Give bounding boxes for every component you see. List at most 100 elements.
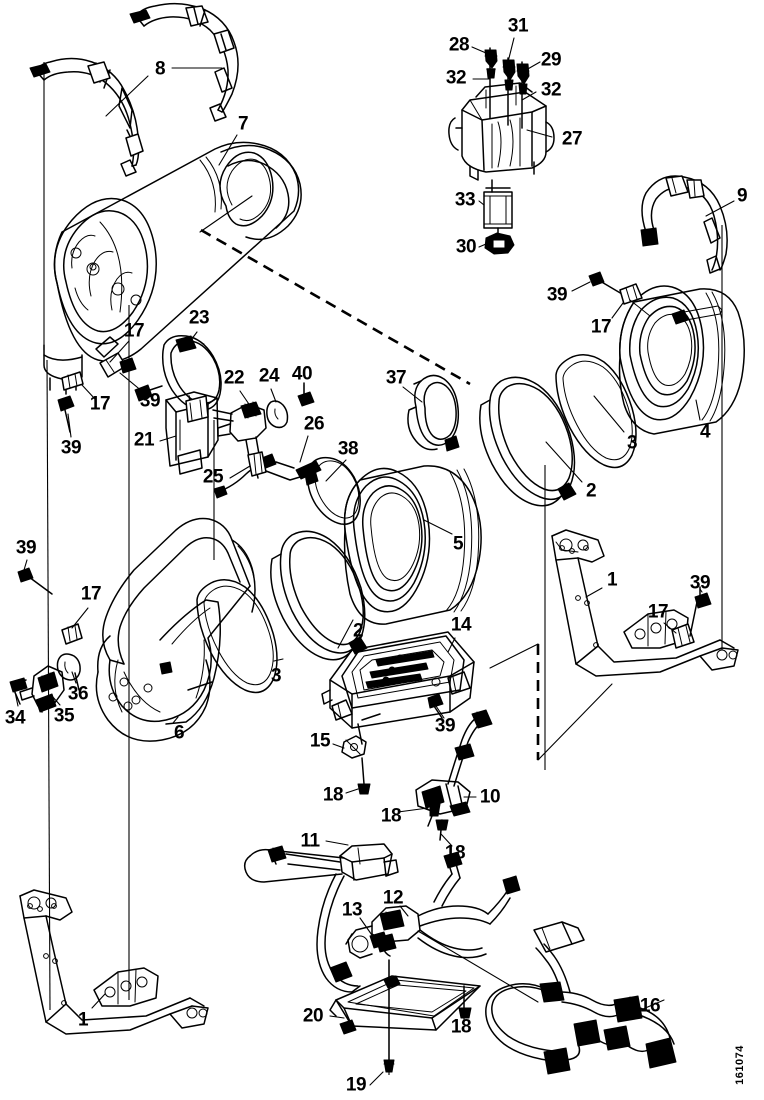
part-17-hanger-d	[61, 623, 83, 645]
part-5-canister	[343, 465, 482, 625]
callout-3: 3	[626, 432, 638, 454]
callout-39: 39	[434, 715, 456, 737]
callout-39: 39	[546, 284, 568, 306]
part-15-clip	[341, 735, 367, 759]
part-18-bolt-a	[357, 757, 371, 795]
part-8-strap-right	[129, 2, 239, 122]
callout-17: 17	[89, 393, 111, 415]
callout-39: 39	[15, 537, 37, 559]
part-18-bolt-b	[427, 803, 441, 827]
callout-29: 29	[540, 49, 562, 71]
leader-4	[695, 399, 701, 421]
leader-32b	[521, 91, 537, 101]
leader-8b	[105, 75, 149, 117]
leader-7b	[199, 195, 253, 233]
part-39-bolt-f	[427, 693, 444, 719]
callout-23: 23	[188, 307, 210, 329]
callout-4: 4	[699, 421, 711, 443]
callout-14: 14	[450, 614, 472, 636]
callout-9: 9	[736, 185, 748, 207]
callout-17: 17	[80, 583, 102, 605]
part-30-nut	[484, 232, 515, 255]
leader-37	[402, 386, 423, 403]
callout-18: 18	[444, 842, 466, 864]
callout-19: 19	[345, 1074, 367, 1096]
callout-20: 20	[302, 1005, 324, 1027]
part-2-ring-b	[270, 530, 368, 661]
leader-19	[369, 1071, 384, 1086]
callout-12: 12	[382, 887, 404, 909]
callout-8: 8	[154, 58, 166, 80]
part-3-ring-a	[555, 354, 637, 469]
part-14-heatshield	[321, 631, 475, 745]
part-17-hanger-b	[61, 371, 84, 391]
part-19-bolt	[383, 959, 395, 1073]
callout-18: 18	[380, 805, 402, 827]
part-24-washer	[266, 400, 289, 429]
part-20-heatshield	[329, 975, 481, 1035]
callout-32: 32	[445, 67, 467, 89]
leader-13	[359, 917, 375, 939]
leader-21	[159, 435, 177, 442]
callout-38: 38	[337, 438, 359, 460]
callout-1: 1	[77, 1009, 89, 1031]
part-16-harness	[485, 921, 677, 1075]
callout-1: 1	[606, 569, 618, 591]
callout-27: 27	[561, 128, 583, 150]
leader-2b	[337, 619, 354, 649]
part-39-bolt-c	[588, 271, 623, 295]
part-17-hanger-a	[99, 352, 137, 378]
part-39-bolt-e	[689, 586, 712, 637]
callout-5: 5	[452, 533, 464, 555]
document-reference-number: 161074	[734, 1045, 746, 1085]
part-3-ring-b	[196, 579, 278, 694]
part-18-bolt-c	[435, 819, 449, 841]
leader-1b	[91, 993, 106, 1009]
callout-22: 22	[223, 367, 245, 389]
callout-32: 32	[540, 79, 562, 101]
callout-26: 26	[303, 413, 325, 435]
part-9-strap	[640, 175, 728, 274]
callout-17: 17	[647, 601, 669, 623]
callout-3: 3	[270, 665, 282, 687]
callout-39: 39	[60, 437, 82, 459]
leader-26	[299, 435, 309, 463]
leader-27	[526, 129, 553, 138]
part-39-bolt-d	[17, 567, 53, 595]
part-18-bolt-d	[458, 985, 472, 1019]
callout-2: 2	[352, 620, 364, 642]
leader-23	[187, 331, 198, 345]
leader-16b	[417, 930, 539, 1003]
part-10-sensor-bracket	[415, 709, 493, 817]
callout-24: 24	[258, 365, 280, 387]
callout-37: 37	[385, 367, 407, 389]
leader-7	[218, 134, 238, 166]
part-35-sensor	[19, 665, 65, 713]
part-7-muffler	[43, 141, 302, 395]
leader-6	[172, 716, 179, 724]
callout-28: 28	[448, 34, 470, 56]
callout-17: 17	[123, 320, 145, 342]
callout-34: 34	[4, 707, 26, 729]
callout-16: 16	[639, 995, 661, 1017]
callout-40: 40	[291, 363, 313, 385]
leader-20	[329, 1015, 345, 1019]
leader-24	[270, 388, 277, 403]
part-6-inlet-pipe	[95, 517, 256, 742]
leader-3a	[593, 395, 625, 433]
leader-11	[325, 840, 349, 846]
leader-30	[478, 243, 487, 248]
construction-line-main	[200, 228, 471, 386]
leader-25	[229, 465, 251, 479]
callout-39: 39	[139, 390, 161, 412]
callout-10: 10	[479, 786, 501, 808]
part-33-filter	[483, 179, 513, 241]
callout-33: 33	[454, 189, 476, 211]
part-34-probe	[9, 677, 28, 705]
callout-17: 17	[590, 316, 612, 338]
leader-2a	[545, 441, 583, 483]
part-17-hanger-c	[619, 283, 651, 317]
leader-38	[325, 459, 347, 482]
part-11-sensor	[243, 843, 399, 883]
